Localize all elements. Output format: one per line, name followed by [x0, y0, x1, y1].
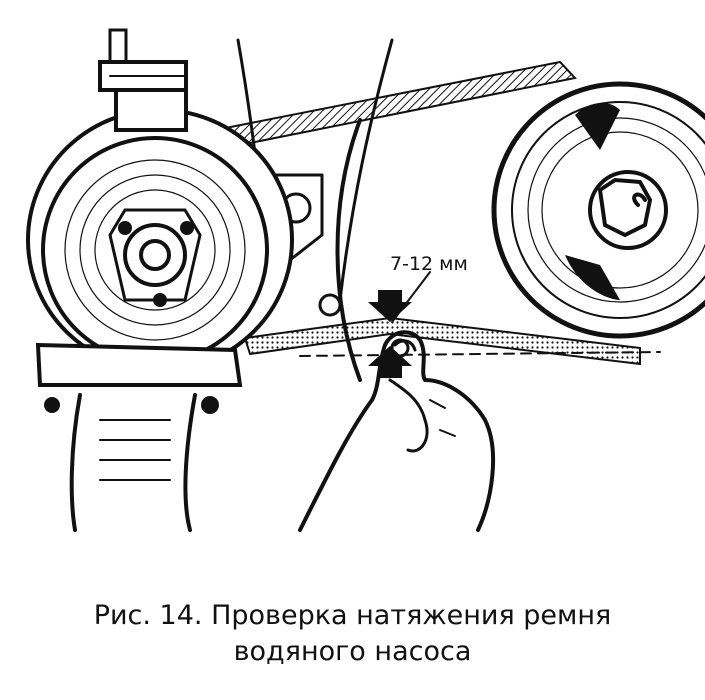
- belt-tension-illustration: 7-12 мм: [26, 28, 705, 532]
- figure-caption: Рис. 14. Проверка натяжения ремня водяно…: [0, 598, 705, 670]
- generator-pulley: [26, 108, 294, 372]
- gap-measurement-label: 7-12 мм: [390, 253, 468, 275]
- hand: [298, 330, 496, 532]
- adjusting-bolt: [98, 28, 188, 132]
- caption-line-1: Рис. 14. Проверка натяжения ремня: [93, 600, 612, 631]
- caption-line-2: водяного насоса: [233, 636, 472, 667]
- generator-bracket: [35, 342, 243, 532]
- pump-pulley: [491, 81, 705, 339]
